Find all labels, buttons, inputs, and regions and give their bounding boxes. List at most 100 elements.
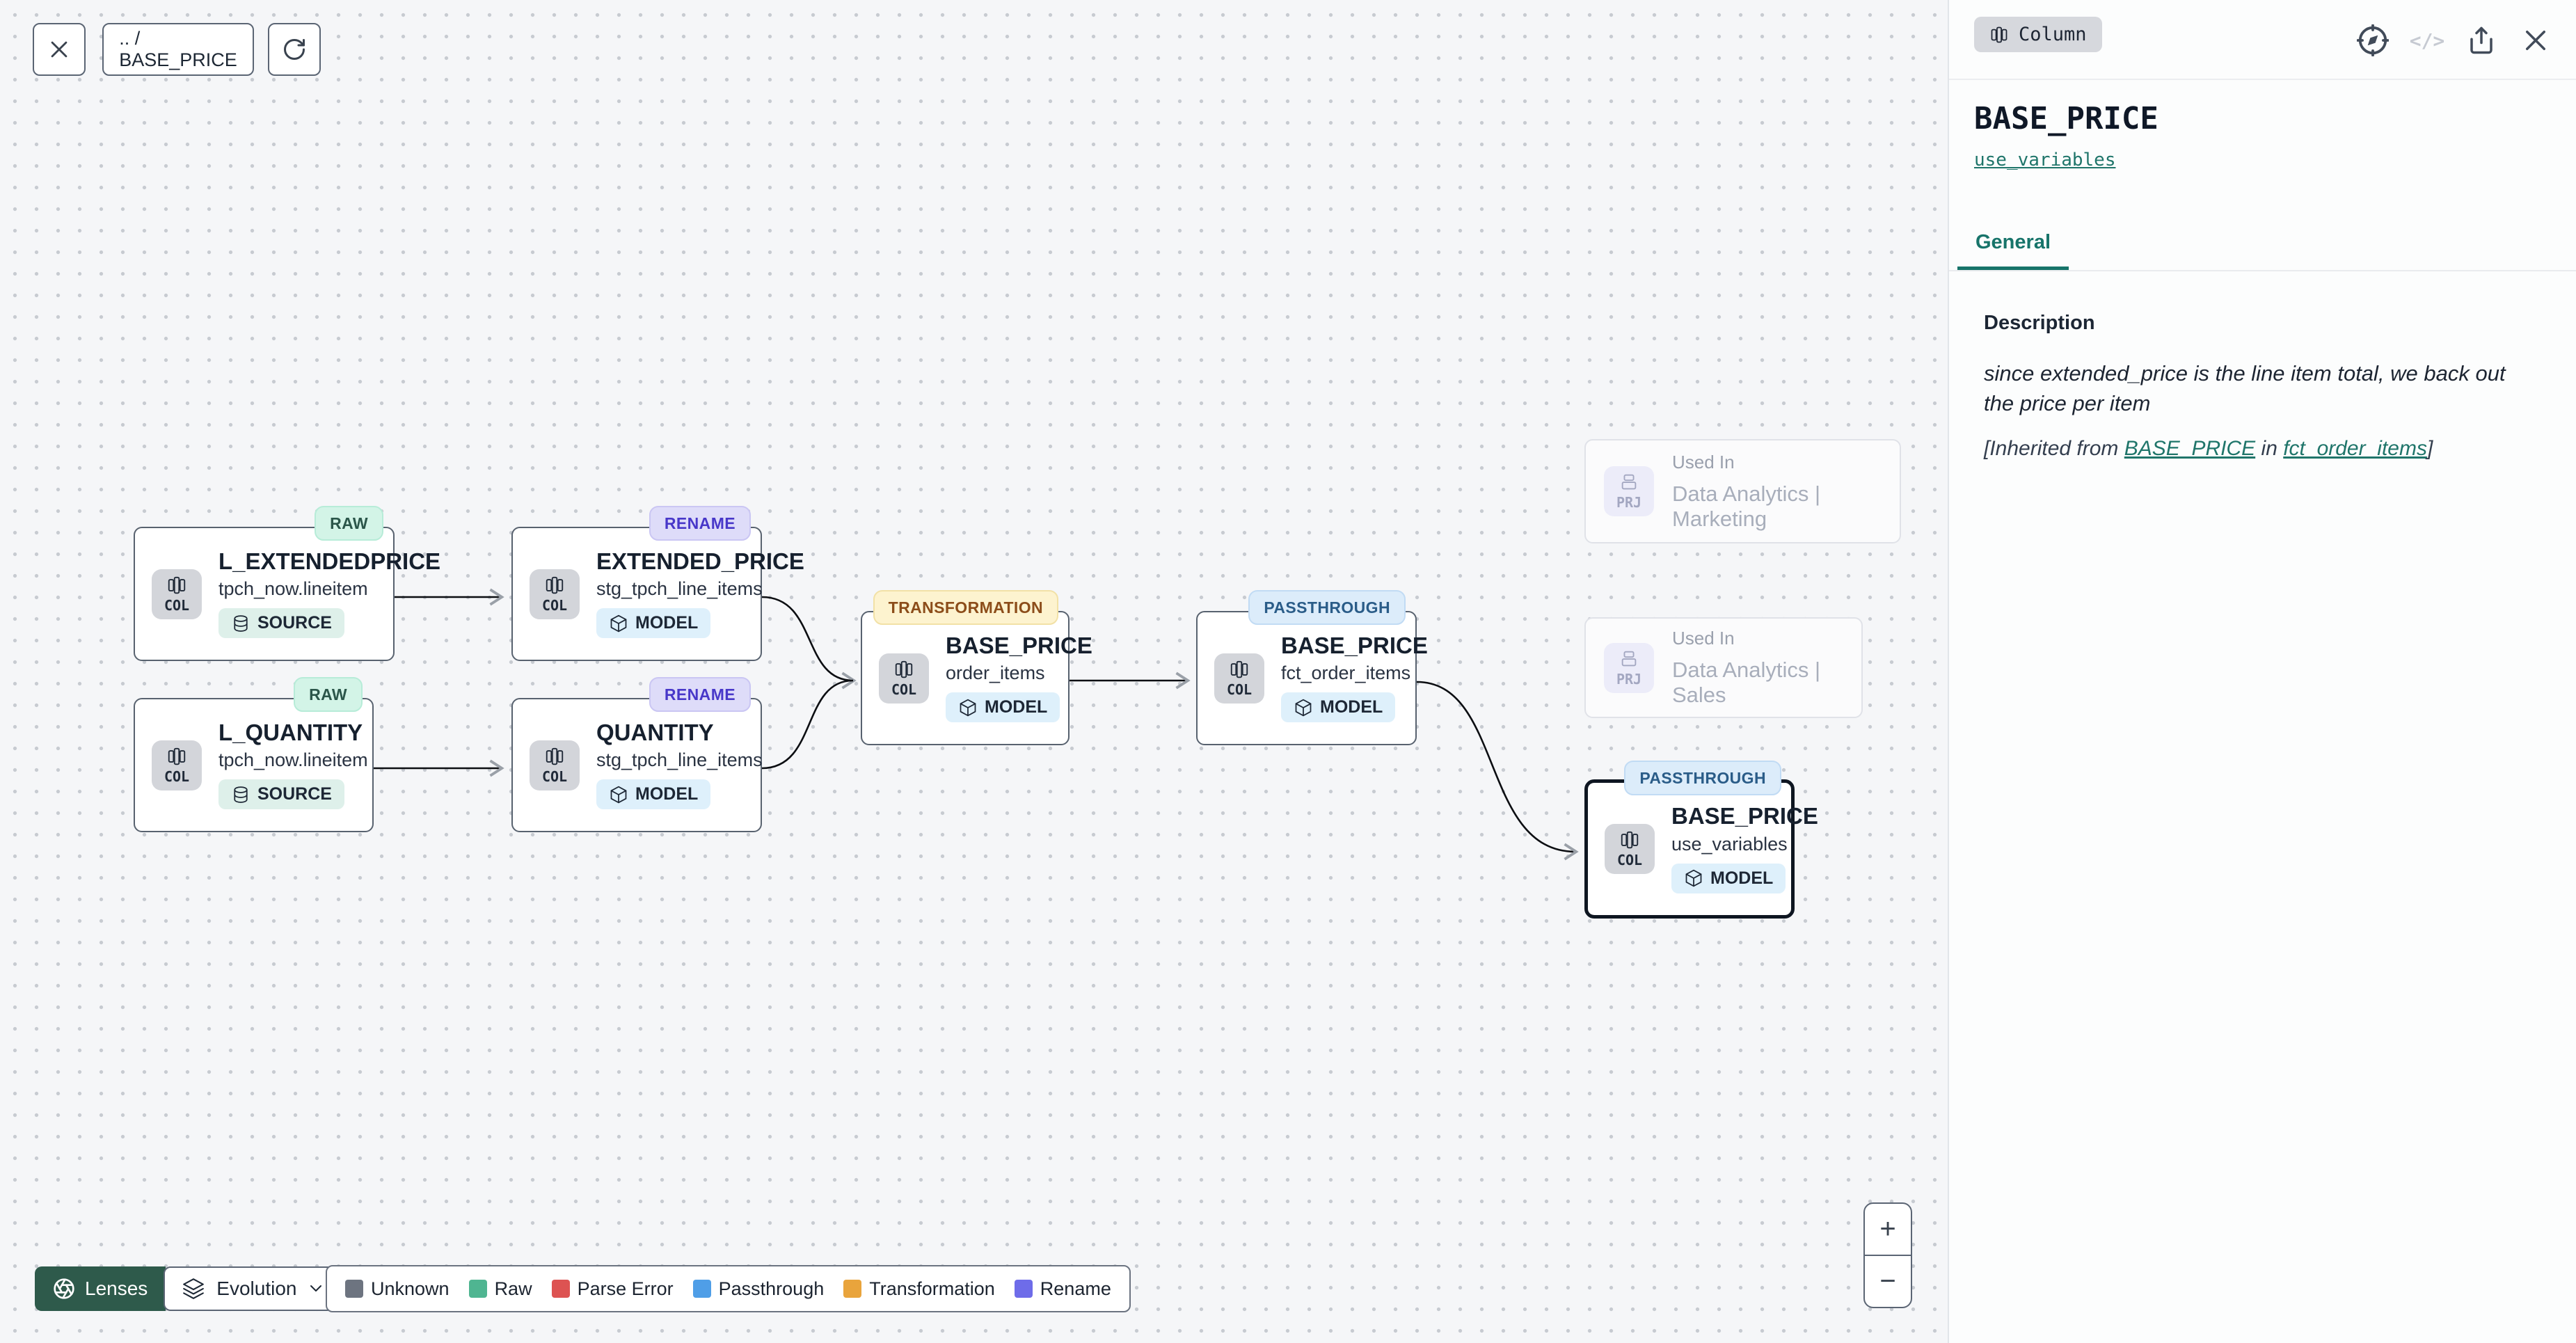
close-icon [2521,26,2550,55]
legend-item: Raw [469,1278,532,1300]
database-icon [231,614,251,633]
chip-label: PRJ [1616,671,1641,688]
legend-item: Passthrough [693,1278,825,1300]
chip-label: COL [542,768,567,785]
details-panel: Column </> BASE_PRICE use_variables [1948,0,2576,1343]
model-pill: MODEL [596,608,710,638]
lens-badge: PASSTHROUGH [1624,761,1781,795]
column-type-chip: COL [1214,653,1264,704]
node-subtitle: stg_tpch_line_items [596,750,763,771]
lenses-button[interactable]: Lenses [35,1266,166,1311]
inherited-column-link[interactable]: BASE_PRICE [2124,437,2255,460]
inherited-note: [Inherited from BASE_PRICE in fct_order_… [1984,437,2534,461]
inherited-model-link[interactable]: fct_order_items [2283,437,2427,460]
chip-label: COL [1617,852,1642,868]
lens-badge: RENAME [649,506,751,541]
chip-label: COL [1227,681,1252,698]
share-button[interactable] [2465,24,2498,57]
column-icon [1619,829,1640,850]
used-in-name: Data Analytics | Sales [1672,658,1843,708]
code-icon: </> [2410,29,2445,52]
column-icon [544,746,565,767]
zoom-in-button[interactable]: + [1865,1204,1911,1255]
node-quantity[interactable]: RENAME COL QUANTITY stg_tpch_line_items … [511,698,762,832]
legend-swatch [843,1280,861,1298]
chip-label: PRJ [1616,494,1641,511]
layers-icon [182,1277,205,1301]
chip-label: COL [164,597,189,614]
cube-icon [609,614,628,633]
close-panel-button[interactable] [2519,24,2552,57]
used-in-sales-node[interactable]: PRJ Used In Data Analytics | Sales [1584,617,1863,718]
node-l-extendedprice[interactable]: RAW COL L_EXTENDEDPRICE tpch_now.lineite… [134,527,395,661]
legend-swatch [693,1280,711,1298]
used-in-label: Used In [1672,628,1843,649]
column-type-chip: COL [1605,824,1655,874]
refresh-button[interactable] [268,23,321,76]
used-in-marketing-node[interactable]: PRJ Used In Data Analytics | Marketing [1584,439,1901,543]
column-icon [544,575,565,596]
tab-general[interactable]: General [1957,227,2069,270]
legend-item: Rename [1015,1278,1111,1300]
node-base-price-fct-order-items[interactable]: PASSTHROUGH COL BASE_PRICE fct_order_ite… [1196,611,1417,745]
evolution-dropdown[interactable]: Evolution [164,1266,342,1311]
model-pill: MODEL [596,779,710,809]
panel-actions: </> [2356,24,2552,57]
code-view-button[interactable]: </> [2410,24,2444,57]
description-section: Description since extended_price is the … [1984,312,2534,461]
legend-item: Parse Error [552,1278,674,1300]
used-in-label: Used In [1672,452,1882,473]
model-pill: MODEL [1671,864,1786,893]
cube-icon [1294,698,1313,717]
column-type-chip: COL [152,740,202,790]
column-icon [166,746,187,767]
node-base-price-use-variables[interactable]: PASSTHROUGH COL BASE_PRICE use_variables… [1584,779,1795,919]
compass-icon [2357,24,2389,56]
lens-badge: TRANSFORMATION [873,590,1058,625]
lineage-canvas[interactable]: .. / BASE_PRICE RAW COL L_EXTENDEDPRICE … [0,0,1949,1343]
database-icon [231,785,251,804]
legend-swatch [552,1280,570,1298]
used-in-name: Data Analytics | Marketing [1672,482,1882,532]
column-type-chip: COL [879,653,929,704]
close-lineage-button[interactable] [33,23,86,76]
lenses-label: Lenses [85,1278,148,1300]
node-l-quantity[interactable]: RAW COL L_QUANTITY tpch_now.lineitem SOU… [134,698,374,832]
project-icon [1619,649,1639,669]
node-subtitle: use_variables [1671,834,1818,855]
panel-title: BASE_PRICE [1974,101,2158,136]
column-type-chip: COL [530,740,580,790]
node-base-price-order-items[interactable]: TRANSFORMATION COL BASE_PRICE order_item… [861,611,1070,745]
node-subtitle: order_items [946,663,1092,684]
node-title: BASE_PRICE [1671,804,1818,829]
explore-lineage-button[interactable] [2356,24,2390,57]
node-subtitle: tpch_now.lineitem [218,750,368,771]
model-link[interactable]: use_variables [1974,150,2116,170]
column-type-chip: COL [530,569,580,619]
zoom-out-button[interactable]: − [1865,1255,1911,1307]
node-subtitle: fct_order_items [1281,663,1428,684]
panel-tabs: General [1949,227,2576,271]
lens-badge: PASSTHROUGH [1248,590,1406,625]
aperture-icon [53,1278,75,1300]
entity-type-badge: Column [1974,17,2102,52]
node-title: L_EXTENDEDPRICE [218,550,440,574]
node-subtitle: stg_tpch_line_items [596,579,804,600]
zoom-control: + − [1863,1202,1912,1308]
breadcrumb[interactable]: .. / BASE_PRICE [102,23,254,76]
cube-icon [609,785,628,804]
lens-badge: RENAME [649,677,751,712]
chip-label: COL [164,768,189,785]
model-pill: MODEL [946,692,1060,722]
node-extended-price[interactable]: RENAME COL EXTENDED_PRICE stg_tpch_line_… [511,527,762,661]
share-icon [2467,26,2496,55]
lens-legend: Unknown Raw Parse Error Passthrough Tran… [326,1265,1131,1312]
lens-badge: RAW [294,677,363,712]
chip-label: COL [891,681,916,698]
lens-controls: Lenses Evolution [35,1266,342,1311]
legend-swatch [469,1280,487,1298]
column-icon [1229,659,1250,680]
model-pill: MODEL [1281,692,1395,722]
cube-icon [958,698,978,717]
panel-header-divider [1949,79,2576,80]
